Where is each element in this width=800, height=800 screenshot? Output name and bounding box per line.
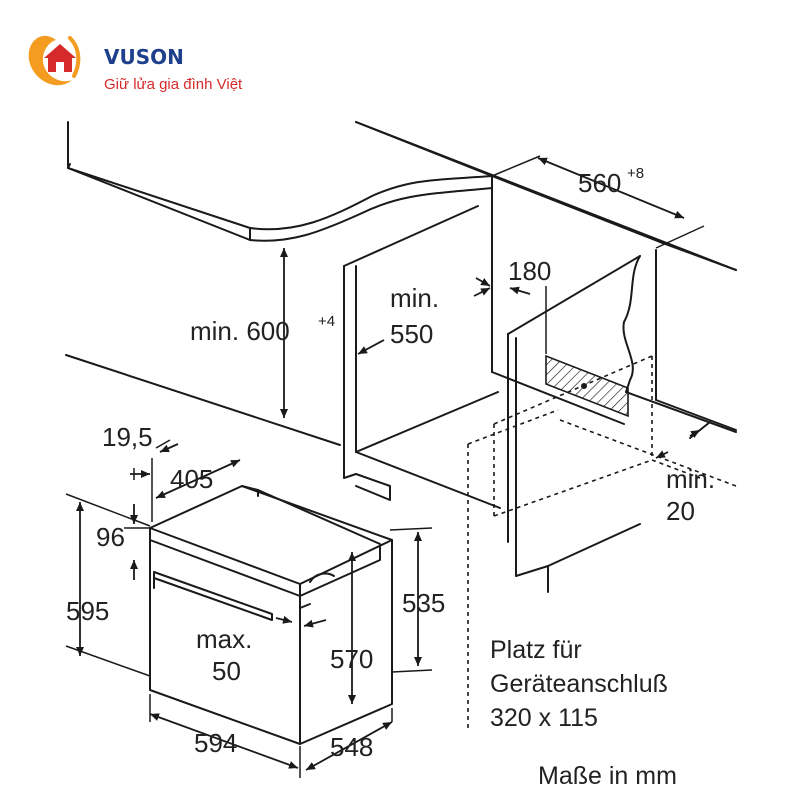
connection-note-line2: Geräteanschluß <box>490 670 668 698</box>
vent-opening <box>545 354 629 418</box>
connection-note-line3: 320 x 115 <box>490 704 598 732</box>
cabinet-niche <box>65 121 737 593</box>
body-height-535-label: 535 <box>402 588 445 618</box>
house-flame-icon <box>28 35 81 86</box>
niche-width-tolerance: +8 <box>627 165 644 182</box>
front-panel-label: 19,5 <box>102 422 153 452</box>
handle-gap-label-line1: max. <box>196 624 252 654</box>
niche-height-tolerance: +4 <box>318 313 335 330</box>
side-gap-label-line2: 20 <box>666 496 695 526</box>
brand-tagline: Giữ lửa gia đình Việt <box>104 76 243 93</box>
oven-depth-label: 548 <box>330 732 373 762</box>
oven <box>149 485 393 745</box>
brand-name: VUSON <box>104 45 184 69</box>
oven-width-label: 594 <box>194 728 237 758</box>
vent-opening-label: 180 <box>508 256 551 286</box>
connection-note-line1: Platz für <box>490 636 582 664</box>
dimension-lines <box>65 155 705 778</box>
top-offset-label: 96 <box>96 522 125 552</box>
niche-width-label: 560 <box>578 168 621 198</box>
niche-height-label: min. 600 <box>190 316 290 346</box>
side-gap-label-line1: min. <box>666 464 715 494</box>
niche-depth-label-line1: min. <box>390 283 439 313</box>
brand-logo: VUSON Giữ lửa gia đình Việt <box>28 35 243 93</box>
notes: Platz für Geräteanschluß 320 x 115 Maße … <box>490 636 677 790</box>
dimension-labels: min. 600 +4 min. 550 560 +8 180 min. 20 … <box>66 165 715 762</box>
niche-depth-label-line2: 550 <box>390 319 433 349</box>
units-note: Maße in mm <box>538 762 677 790</box>
oven-handle <box>153 571 273 621</box>
countertop <box>67 121 493 242</box>
panel-depth-label: 405 <box>170 464 213 494</box>
oven-front-height-label: 595 <box>66 596 109 626</box>
body-height-570-label: 570 <box>330 644 373 674</box>
oven-space-dashed <box>467 355 737 730</box>
handle-gap-label-line2: 50 <box>212 656 241 686</box>
